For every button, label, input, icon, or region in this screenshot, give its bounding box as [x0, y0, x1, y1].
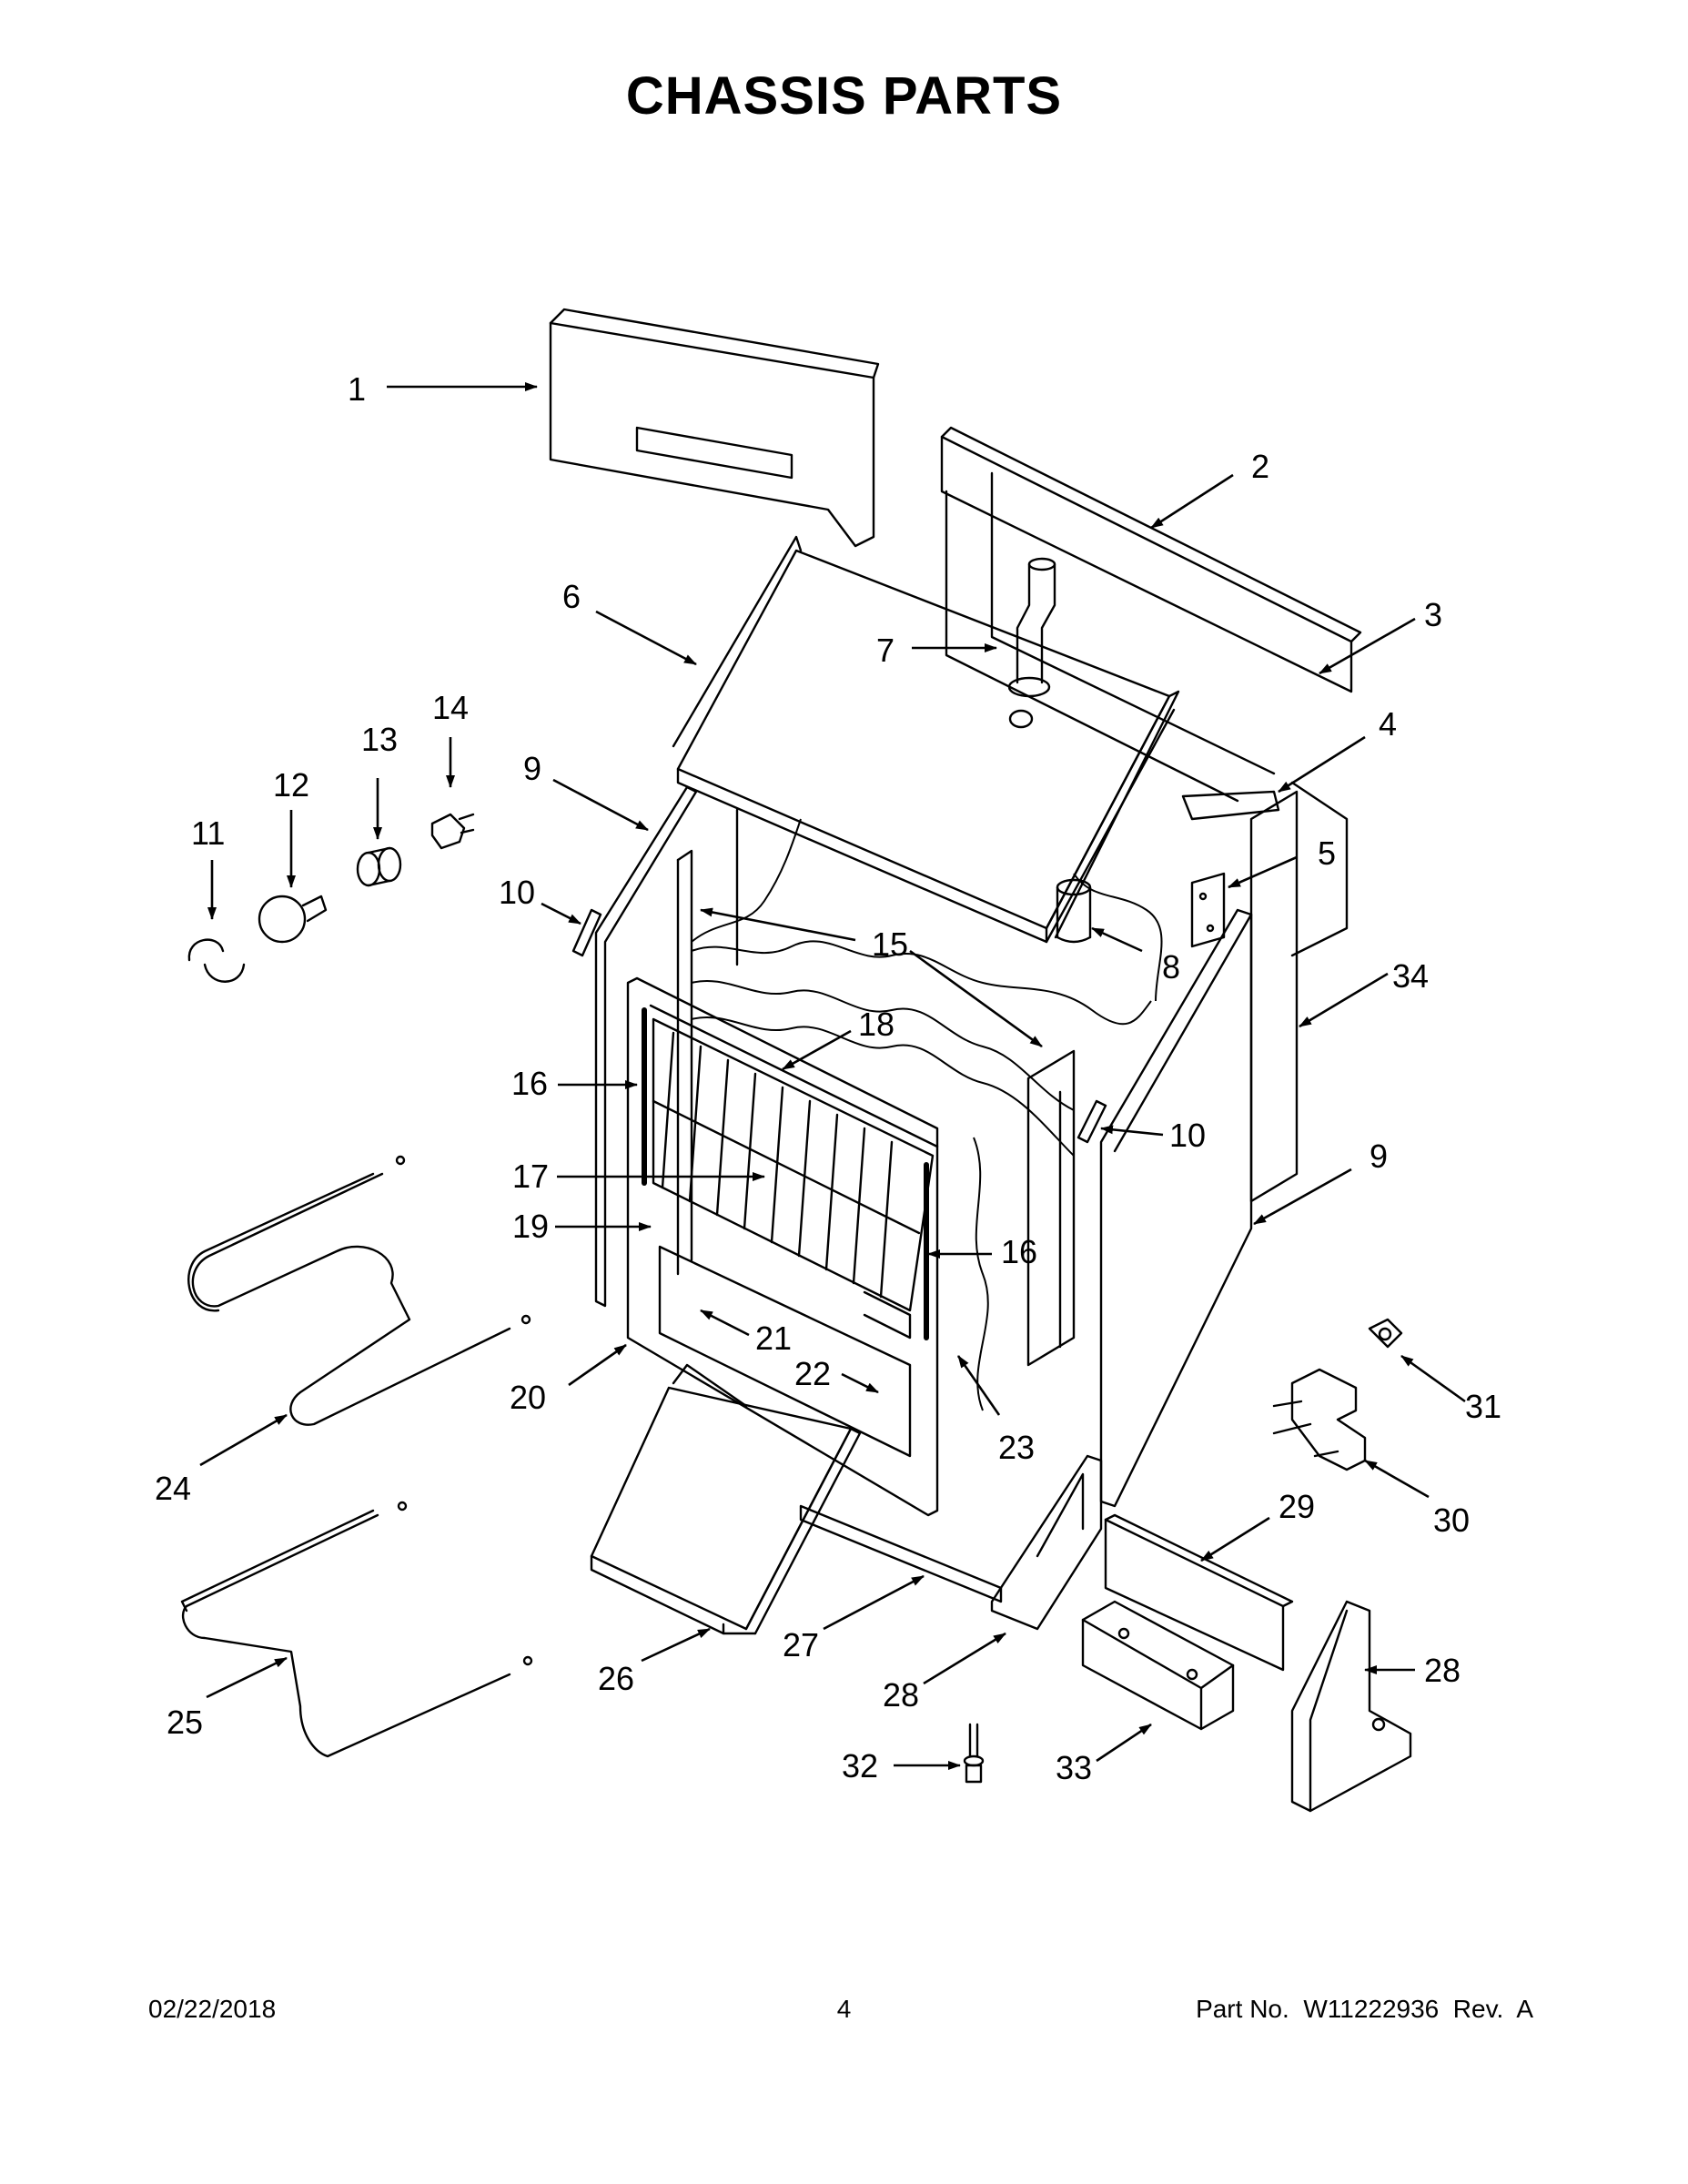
callout-label: 32	[842, 1747, 878, 1785]
cylinder-part	[1056, 878, 1092, 944]
footer-part-number: Part No. W11222936 Rev. A	[1196, 1995, 1533, 2023]
lamp-socket-part	[430, 813, 475, 850]
callout-label: 31	[1465, 1388, 1501, 1425]
callout-label: 34	[1392, 957, 1429, 995]
bake-element-part	[187, 1155, 531, 1426]
callout-label: 27	[783, 1626, 819, 1663]
callout-label: 3	[1424, 596, 1442, 633]
oven-rack-part	[649, 1004, 939, 1340]
callout-label: 20	[510, 1379, 546, 1416]
callout-label: 24	[155, 1470, 191, 1507]
callout-label: 18	[858, 1006, 895, 1043]
callout-leaders	[199, 382, 1466, 1770]
callout-label: 25	[167, 1704, 203, 1741]
rear-panel-part	[1249, 781, 1349, 1203]
footer-date: 02/22/2018	[148, 1995, 277, 2023]
leveling-leg-part	[963, 1723, 985, 1784]
broil-pan-part	[590, 1363, 862, 1635]
right-side-panel-part	[1099, 908, 1253, 1508]
callout-label: 8	[1162, 948, 1180, 986]
bottom-rail-part	[799, 1504, 1003, 1603]
callout-labels: 1 2 3 4 5 6 7 8 9 9 10 10 11 12 13 14 15…	[155, 370, 1501, 1786]
callout-label: 23	[998, 1429, 1035, 1466]
clip-part	[571, 908, 1107, 1144]
callout-label: 2	[1251, 448, 1269, 485]
control-panel-part	[549, 308, 880, 548]
callout-label: 19	[512, 1208, 549, 1245]
oven-cavity-part	[676, 808, 1163, 1411]
callout-label: 13	[361, 721, 398, 758]
callout-label: 15	[872, 925, 908, 963]
callout-label: 12	[273, 766, 309, 804]
callout-label: 21	[755, 1320, 792, 1357]
footer-page-number: 4	[836, 1995, 852, 2023]
lamp-lens-part	[356, 846, 402, 887]
callout-label: 22	[794, 1355, 831, 1392]
callout-label: 28	[883, 1676, 919, 1714]
terminal-block-part	[1272, 1368, 1367, 1471]
light-bulb-part	[258, 895, 328, 944]
l-bracket-part	[1290, 1600, 1412, 1813]
callout-label: 1	[348, 370, 366, 408]
callout-label: 29	[1279, 1488, 1315, 1525]
callout-label: 14	[432, 689, 469, 726]
callout-label: 11	[191, 814, 225, 852]
kick-plate-part	[990, 1454, 1103, 1631]
callout-label: 16	[1001, 1233, 1037, 1270]
callout-label: 6	[562, 578, 581, 615]
receptacle-part	[1368, 1318, 1403, 1349]
callout-label: 10	[499, 874, 535, 911]
callout-label: 30	[1433, 1502, 1470, 1539]
page-title: CHASSIS PARTS	[625, 66, 1063, 126]
callout-label: 26	[598, 1660, 634, 1697]
callout-label: 17	[512, 1158, 549, 1195]
callout-label: 10	[1169, 1117, 1206, 1154]
callout-label: 7	[876, 632, 895, 669]
callout-label: 9	[1370, 1138, 1388, 1175]
callout-label: 9	[523, 750, 541, 787]
callout-label: 4	[1379, 705, 1397, 743]
bracket-part	[1181, 790, 1280, 948]
callout-label: 33	[1056, 1749, 1092, 1786]
left-side-panel-part	[594, 785, 698, 1308]
callout-label: 28	[1424, 1652, 1461, 1689]
block-33-part	[1081, 1600, 1235, 1731]
top-panel-part	[672, 535, 1180, 944]
vent-tube-part	[1007, 557, 1056, 729]
broil-element-part	[180, 1501, 533, 1758]
callout-label: 16	[511, 1065, 548, 1102]
lamp-holder-part	[187, 938, 246, 983]
callout-label: 5	[1318, 834, 1336, 872]
